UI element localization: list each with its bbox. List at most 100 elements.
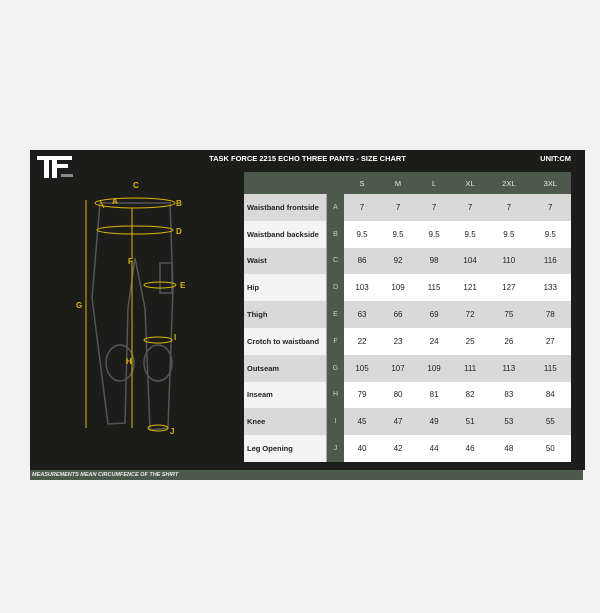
measurement-letter: I bbox=[326, 408, 344, 436]
size-value: 111 bbox=[452, 354, 489, 382]
size-value: 81 bbox=[416, 381, 453, 409]
size-value: 9.5 bbox=[452, 220, 489, 248]
size-value: 9.5 bbox=[488, 220, 530, 248]
measurement-label: Waistband frontside bbox=[244, 194, 327, 221]
diagram-letter-i: I bbox=[174, 333, 176, 342]
size-value: 105 bbox=[344, 354, 381, 382]
size-value: 50 bbox=[529, 435, 571, 462]
size-value: 55 bbox=[529, 408, 571, 436]
size-value: 115 bbox=[529, 354, 571, 382]
size-chart-panel: TASK FORCE 2215 ECHO THREE PANTS - SIZE … bbox=[30, 150, 585, 470]
size-value: 109 bbox=[416, 354, 453, 382]
diagram-letter-a: A bbox=[112, 197, 118, 206]
size-value: 49 bbox=[416, 408, 453, 436]
diagram-letter-h: H bbox=[126, 357, 132, 366]
size-value: 7 bbox=[344, 194, 381, 221]
size-value: 92 bbox=[380, 247, 417, 275]
size-value: 110 bbox=[488, 247, 530, 275]
size-value: 82 bbox=[452, 381, 489, 409]
measurement-label: Outseam bbox=[244, 354, 327, 382]
diagram-letter-d: D bbox=[176, 227, 182, 236]
measurement-letter: B bbox=[326, 220, 344, 248]
measurement-letter: J bbox=[326, 435, 344, 462]
diagram-letter-f: F bbox=[128, 257, 133, 266]
measurement-letter: H bbox=[326, 381, 344, 409]
size-value: 115 bbox=[416, 274, 453, 302]
size-value: 9.5 bbox=[529, 220, 571, 248]
size-value: 116 bbox=[529, 247, 571, 275]
unit-label: UNIT:CM bbox=[540, 154, 571, 163]
measurement-letter: A bbox=[326, 194, 344, 221]
size-value: 40 bbox=[344, 435, 381, 462]
size-value: 9.5 bbox=[380, 220, 417, 248]
size-value: 78 bbox=[529, 301, 571, 328]
size-value: 84 bbox=[529, 381, 571, 409]
measurement-label: Thigh bbox=[244, 301, 327, 328]
size-value: 44 bbox=[416, 435, 453, 462]
size-value: 51 bbox=[452, 408, 489, 436]
size-value: 25 bbox=[452, 327, 489, 355]
size-value: 7 bbox=[416, 194, 453, 221]
size-header: M bbox=[380, 172, 417, 194]
size-value: 98 bbox=[416, 247, 453, 275]
size-value: 80 bbox=[380, 381, 417, 409]
measurement-letter: F bbox=[326, 327, 344, 355]
size-value: 121 bbox=[452, 274, 489, 302]
size-value: 47 bbox=[380, 408, 417, 436]
size-value: 104 bbox=[452, 247, 489, 275]
size-value: 7 bbox=[488, 194, 530, 221]
size-value: 46 bbox=[452, 435, 489, 462]
size-value: 26 bbox=[488, 327, 530, 355]
diagram-letter-g: G bbox=[76, 301, 82, 310]
diagram-letter-c: C bbox=[133, 181, 139, 190]
size-value: 48 bbox=[488, 435, 530, 462]
measurement-label: Waistband backside bbox=[244, 220, 327, 248]
size-value: 22 bbox=[344, 327, 381, 355]
size-value: 9.5 bbox=[416, 220, 453, 248]
size-header-row: S M L XL 2XL 3XL bbox=[244, 172, 571, 194]
size-value: 7 bbox=[529, 194, 571, 221]
size-header: L bbox=[416, 172, 453, 194]
size-value: 45 bbox=[344, 408, 381, 436]
size-value: 24 bbox=[416, 327, 453, 355]
pants-diagram: C A B D E F G H I J bbox=[76, 181, 186, 436]
size-value: 69 bbox=[416, 301, 453, 328]
size-value: 107 bbox=[380, 354, 417, 382]
size-value: 72 bbox=[452, 301, 489, 328]
measurement-label: Crotch to waistband bbox=[244, 327, 327, 355]
measurement-label: Inseam bbox=[244, 381, 327, 409]
chart-title: TASK FORCE 2215 ECHO THREE PANTS - SIZE … bbox=[209, 154, 406, 163]
measurement-label: Hip bbox=[244, 274, 327, 302]
measurement-letter: E bbox=[326, 301, 344, 328]
measurement-letter: D bbox=[326, 274, 344, 302]
size-value: 53 bbox=[488, 408, 530, 436]
measurement-letter: C bbox=[326, 247, 344, 275]
size-value: 27 bbox=[529, 327, 571, 355]
size-header: S bbox=[344, 172, 381, 194]
size-value: 66 bbox=[380, 301, 417, 328]
size-value: 42 bbox=[380, 435, 417, 462]
footer-note: MEASUREMENTS MEAN CIRCUMFENCE OF THE SHI… bbox=[30, 470, 583, 480]
measurement-label: Knee bbox=[244, 408, 327, 436]
size-value: 23 bbox=[380, 327, 417, 355]
size-value: 9.5 bbox=[344, 220, 381, 248]
size-value: 86 bbox=[344, 247, 381, 275]
measurement-label: Waist bbox=[244, 247, 327, 275]
size-value: 113 bbox=[488, 354, 530, 382]
size-value: 7 bbox=[452, 194, 489, 221]
measurement-label: Leg Opening bbox=[244, 435, 327, 462]
diagram-letter-e: E bbox=[180, 281, 186, 290]
measurement-letter: G bbox=[326, 354, 344, 382]
size-value: 109 bbox=[380, 274, 417, 302]
size-value: 7 bbox=[380, 194, 417, 221]
